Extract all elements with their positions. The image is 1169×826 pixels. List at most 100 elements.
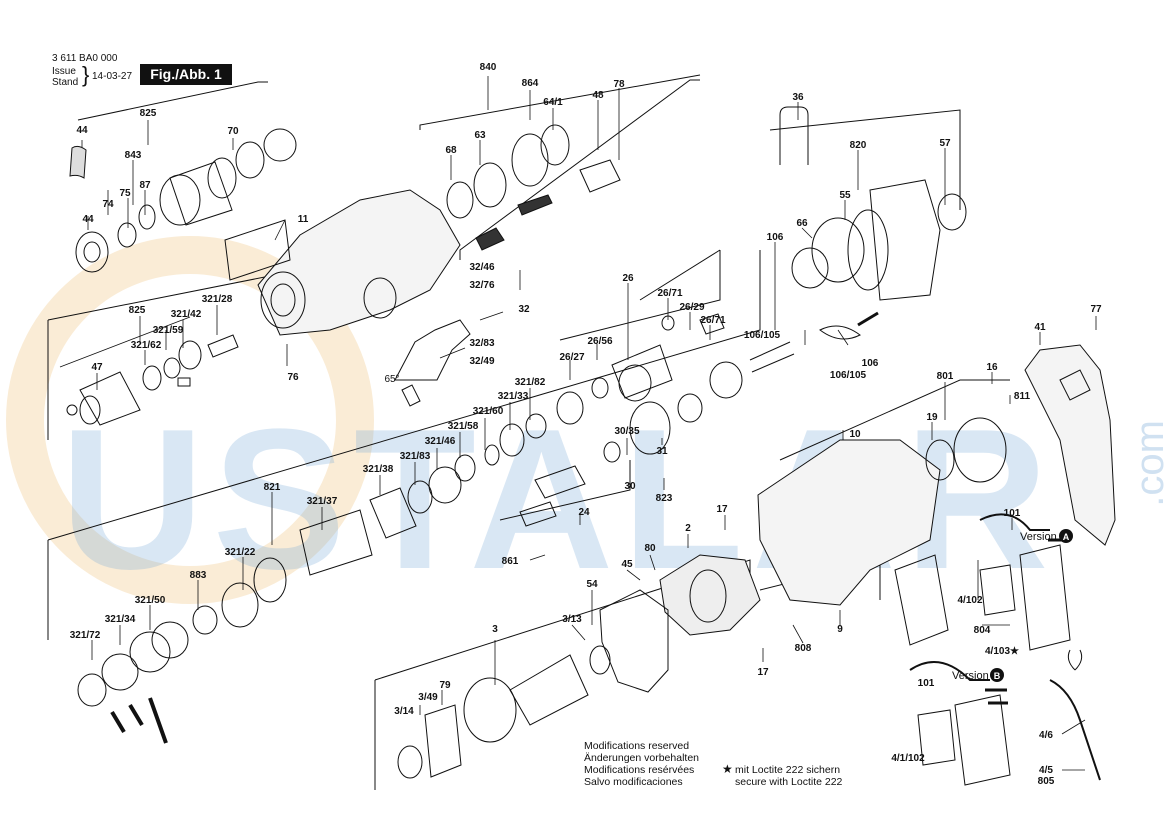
callout: 36 bbox=[792, 92, 804, 103]
callout: 48 bbox=[592, 90, 604, 101]
callout: 106/105 bbox=[830, 370, 867, 381]
version-a-badge: A bbox=[1063, 532, 1070, 542]
star-icon: ★ bbox=[722, 762, 733, 776]
callout: 80 bbox=[644, 543, 656, 554]
callout: 321/62 bbox=[131, 340, 162, 351]
callout: 77 bbox=[1090, 304, 1102, 315]
loctite-note: ★ mit Loctite 222 sichern secure with Lo… bbox=[722, 762, 843, 788]
callout: 801 bbox=[937, 371, 954, 382]
callout: 3 bbox=[492, 624, 498, 635]
modifications-note: Modifications reserved Änderungen vorbeh… bbox=[584, 740, 699, 788]
callout: 843 bbox=[125, 150, 142, 161]
callout: 4/6 bbox=[1039, 730, 1053, 741]
callout: 9 bbox=[837, 624, 843, 635]
brace-glyph: } bbox=[82, 62, 90, 87]
callout: 106 bbox=[862, 358, 879, 369]
note-line: Salvo modificaciones bbox=[584, 776, 683, 788]
callout: 321/83 bbox=[400, 451, 431, 462]
piston-group bbox=[66, 319, 471, 426]
callout: 821 bbox=[264, 482, 281, 493]
callout: 44 bbox=[82, 214, 94, 225]
callout: 54 bbox=[586, 579, 598, 590]
switch-modules bbox=[909, 513, 1101, 786]
callout: 19 bbox=[926, 412, 938, 423]
callout: 57 bbox=[939, 138, 951, 149]
part-number: 3 611 BA0 000 bbox=[52, 53, 118, 64]
motor-gear-housing bbox=[749, 106, 967, 373]
callout: 65° bbox=[384, 374, 399, 385]
callout: 76 bbox=[287, 372, 299, 383]
callout: 106/105 bbox=[744, 330, 781, 341]
callout: 24 bbox=[578, 507, 590, 518]
armature-stator bbox=[397, 554, 761, 779]
chuck-assembly bbox=[69, 128, 297, 273]
callout: 321/38 bbox=[363, 464, 394, 475]
callout: 68 bbox=[445, 145, 457, 156]
callout: 820 bbox=[850, 140, 867, 151]
callout: 321/34 bbox=[105, 614, 136, 625]
loctite-line: secure with Loctite 222 bbox=[735, 776, 843, 788]
leader-lines bbox=[81, 76, 1097, 771]
callout: 45 bbox=[621, 559, 633, 570]
callout: 16 bbox=[986, 362, 998, 373]
callout: 87 bbox=[139, 180, 151, 191]
callout: 4/5 bbox=[1039, 765, 1053, 776]
callout: 840 bbox=[480, 62, 497, 73]
callout: 66 bbox=[796, 218, 808, 229]
version-a-badge-circle bbox=[1059, 529, 1073, 543]
bearing-group bbox=[446, 124, 621, 219]
callout-labels: 825 44 843 74 75 87 70 44 11 840 864 64/… bbox=[70, 62, 1102, 787]
callout: 4/1/102 bbox=[891, 753, 925, 764]
callout: 47 bbox=[91, 362, 103, 373]
callout: 26 bbox=[622, 273, 634, 284]
callout: 32/46 bbox=[469, 262, 494, 273]
callout: 321/28 bbox=[202, 294, 233, 305]
callout: 31 bbox=[656, 446, 668, 457]
callout: 75 bbox=[119, 188, 131, 199]
callout: 804 bbox=[974, 625, 991, 636]
callout: 106 bbox=[767, 232, 784, 243]
callout: 4/102 bbox=[957, 595, 982, 606]
callout: 26/56 bbox=[587, 336, 612, 347]
callout: 17 bbox=[716, 504, 728, 515]
drive-shaft-group bbox=[77, 413, 586, 744]
callout: 32/49 bbox=[469, 356, 494, 367]
callout: 17 bbox=[757, 667, 769, 678]
callout: 101 bbox=[918, 678, 935, 689]
loctite-line: mit Loctite 222 sichern bbox=[735, 764, 841, 776]
callout: 864 bbox=[522, 78, 539, 89]
callout: 74 bbox=[102, 199, 114, 210]
callout: 825 bbox=[140, 108, 157, 119]
callout: 321/33 bbox=[498, 391, 529, 402]
callout: 10 bbox=[849, 429, 861, 440]
callout: 321/59 bbox=[153, 325, 184, 336]
callout: 44 bbox=[76, 125, 88, 136]
callout: 32/76 bbox=[469, 280, 494, 291]
figure-label: Fig./Abb. 1 bbox=[140, 64, 232, 85]
note-line: Änderungen vorbehalten bbox=[584, 752, 700, 764]
callout: 26/71 bbox=[657, 288, 682, 299]
issue-label: Issue bbox=[52, 66, 76, 77]
callout: 823 bbox=[656, 493, 673, 504]
callout: 883 bbox=[190, 570, 207, 581]
gear-mechanism bbox=[556, 313, 743, 463]
callout: 321/82 bbox=[515, 377, 546, 388]
callout: 26/29 bbox=[679, 302, 704, 313]
callout: 2 bbox=[685, 523, 691, 534]
callout: 321/60 bbox=[473, 406, 504, 417]
callout: 11 bbox=[298, 214, 309, 225]
assembly-frame-lines bbox=[47, 74, 1010, 790]
callout: 78 bbox=[613, 79, 625, 90]
callout: 63 bbox=[474, 130, 486, 141]
callout: 808 bbox=[795, 643, 812, 654]
callout: 3/13 bbox=[562, 614, 582, 625]
callout: 30 bbox=[624, 481, 636, 492]
callout: 321/37 bbox=[307, 496, 338, 507]
version-b-badge: B bbox=[994, 671, 1001, 681]
callout: 70 bbox=[227, 126, 239, 137]
callout: 321/46 bbox=[425, 436, 456, 447]
gear-housing bbox=[224, 189, 505, 336]
version-b-label: Version bbox=[952, 670, 989, 682]
callout: 825 bbox=[129, 305, 146, 316]
